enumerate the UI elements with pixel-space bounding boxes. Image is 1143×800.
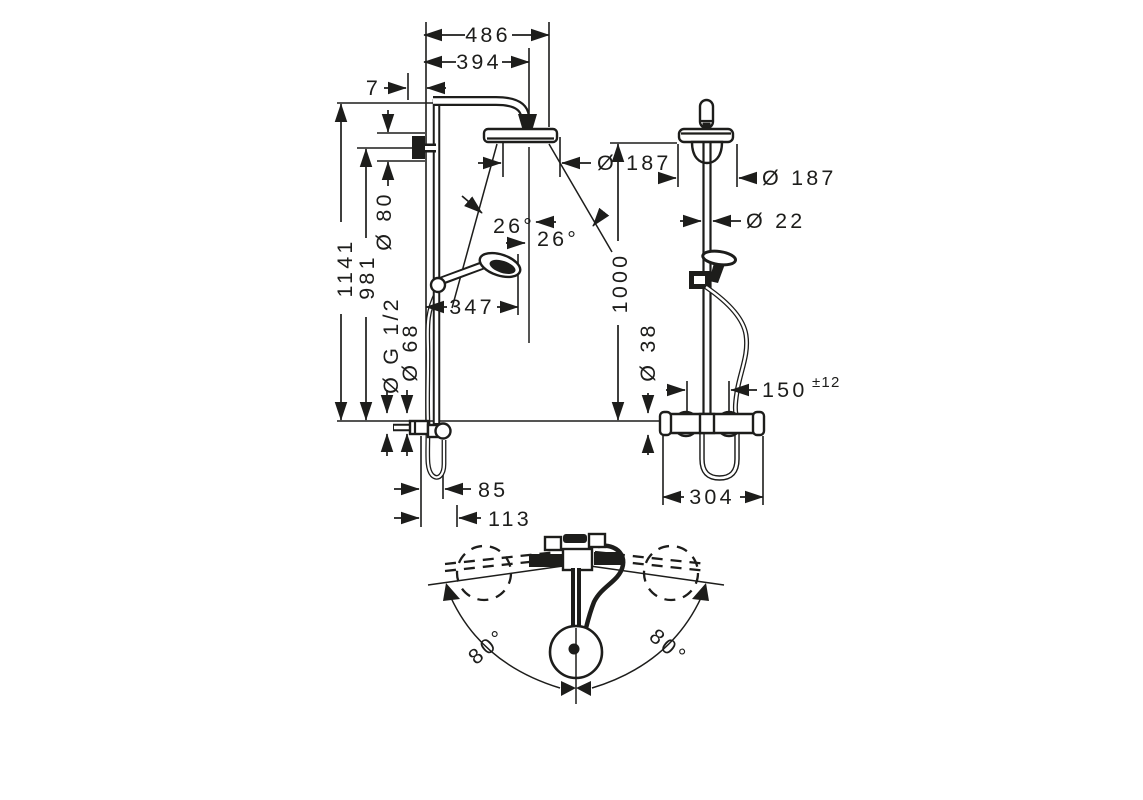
spray-cone-lines	[451, 143, 613, 343]
dim-label-981: 981	[355, 254, 379, 299]
dim-label-dia-68: Ø 68	[398, 322, 422, 381]
swivel-arc-left	[447, 590, 561, 689]
dim-label-26-outer: 26°	[537, 227, 579, 251]
wall-bracket	[412, 136, 436, 159]
dim-label-dia-22: Ø 22	[746, 209, 805, 233]
dim-label-dia-187-side: Ø 187	[597, 151, 672, 175]
dim-label-113: 113	[488, 507, 532, 531]
dim-label-304: 304	[689, 485, 734, 509]
dim-label-26-inner: 26°	[493, 214, 535, 238]
dim-label-347: 347	[449, 295, 494, 319]
dim-label-150-tolerance: ±12	[812, 374, 841, 391]
overhead-shower-side	[482, 127, 559, 144]
dim-label-85: 85	[478, 478, 508, 502]
temperature-handle	[658, 410, 673, 437]
head-ball-joint	[518, 114, 537, 131]
dim-label-7: 7	[366, 76, 381, 100]
thermostat-valve	[658, 410, 766, 438]
volume-handle	[751, 410, 766, 437]
dim-label-1141: 1141	[333, 238, 357, 297]
handshower-position-right	[642, 544, 700, 602]
dim-label-dia-187-front: Ø 187	[762, 166, 837, 190]
dim-label-dia-38: Ø 38	[636, 322, 660, 381]
top-view	[427, 532, 725, 704]
valve-body-top	[561, 547, 594, 572]
dim-label-dia-80: Ø 80	[372, 191, 396, 250]
wall-supply-elbow	[393, 419, 452, 440]
top-pin	[698, 98, 715, 130]
dim-label-486: 486	[465, 23, 510, 47]
dimension-labels: 486 394 7 1141 981 Ø 80 Ø G 1/2 Ø 68 Ø 1…	[333, 23, 841, 669]
handshower-position-left	[455, 544, 513, 602]
hand-shower-side	[429, 251, 522, 294]
dim-label-80deg-right: 80°	[645, 624, 693, 669]
dim-label-g-half: Ø G 1/2	[379, 296, 403, 394]
ball-joint-front	[690, 140, 724, 165]
hose-outlet-nut	[434, 422, 452, 440]
overhead-shower-front	[677, 127, 735, 165]
swivel-arc-right	[591, 590, 705, 689]
side-view	[393, 96, 613, 480]
hand-shower-front	[689, 249, 738, 289]
dim-label-150: 150	[762, 378, 807, 402]
dim-label-394: 394	[456, 50, 501, 74]
dimension-lines	[334, 28, 764, 525]
shower-hose-front	[699, 284, 750, 481]
shower-arm	[433, 96, 537, 131]
front-view	[658, 98, 766, 481]
slider-holder	[429, 276, 447, 294]
dim-label-1000: 1000	[608, 253, 632, 314]
